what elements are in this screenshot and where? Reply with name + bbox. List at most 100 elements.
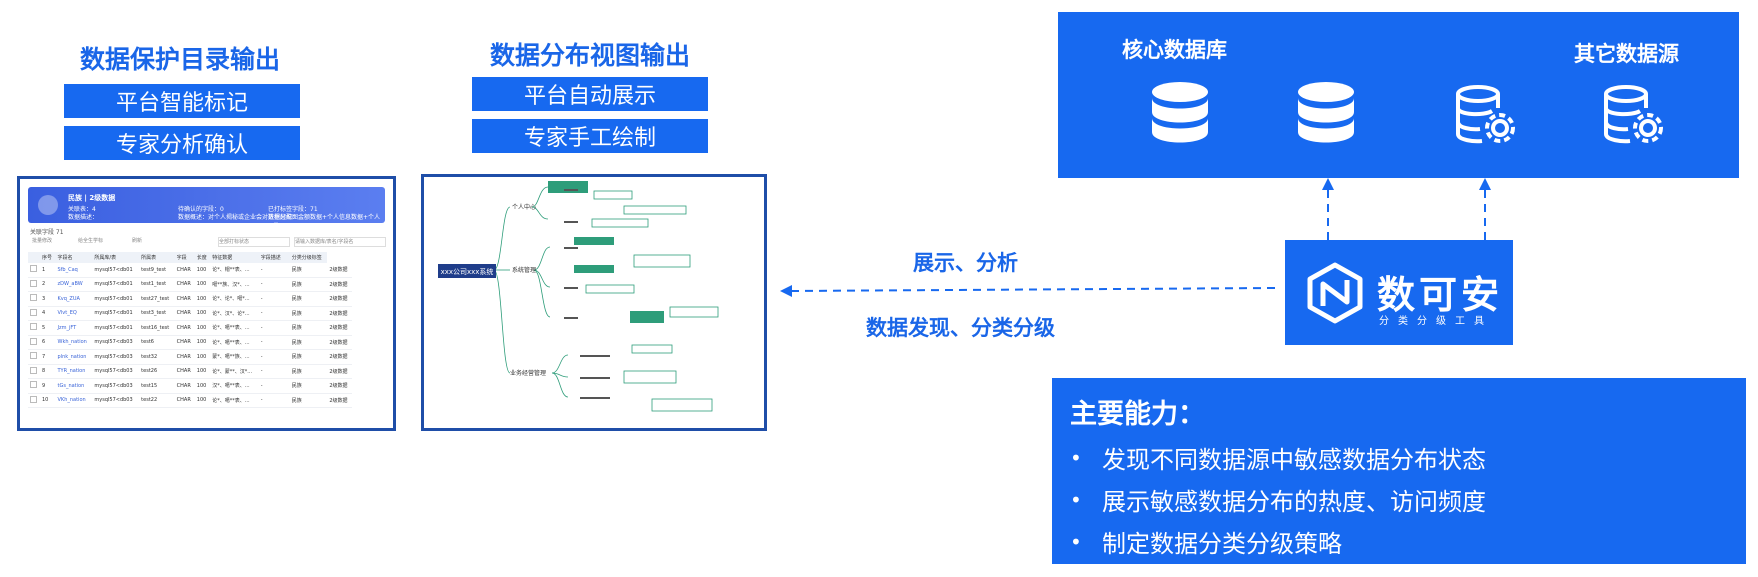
table-cell[interactable]: plnk_nation (55, 349, 93, 365)
table-cell: 100 (194, 335, 211, 350)
table-cell: 论*、噶**表、... (210, 393, 259, 408)
refresh-button[interactable]: 刷新 (132, 238, 143, 244)
field-count: 关联字段 71 (30, 229, 64, 236)
table-cell: 100 (194, 277, 211, 292)
table-cell (285, 335, 290, 350)
table-cell: 民族 (289, 306, 328, 321)
row-checkbox[interactable] (28, 364, 40, 379)
row-checkbox[interactable] (28, 378, 40, 394)
table-cell: 7 (40, 349, 56, 365)
table-cell: 民族 (289, 291, 328, 307)
search-input[interactable]: 请输入数据库/表名/字段名 (294, 237, 386, 247)
expert-confirm-button: 专家分析确认 (64, 126, 300, 160)
banner-line: 数据分配：金额数据+个人信息数据+个人+最... (268, 214, 381, 230)
table-cell: 2级数据 (327, 263, 352, 278)
status-select[interactable]: 全部打标状态 (218, 237, 290, 247)
capability-item: •展示敏感数据分布的热度、访问频度 (1070, 487, 1486, 517)
table-cell: 6 (40, 335, 56, 350)
table-cell: 100 (194, 306, 211, 321)
mindmap-branch-label: 个人中心 (512, 203, 536, 211)
table-cell[interactable]: Sfb_Caq (55, 263, 93, 278)
row-checkbox[interactable] (28, 263, 40, 278)
arrow-left-icon (780, 285, 792, 297)
table-cell: 8 (40, 364, 56, 379)
table-cell: 2级数据 (327, 291, 352, 307)
table-cell[interactable]: VKh_nation (55, 393, 93, 408)
table-cell: 民族 (289, 277, 328, 292)
logo-subtitle: 分类分级工具 (1379, 316, 1493, 327)
mindmap-screenshot: xxx公司xxx系统 个人中心 系统管理 业务经营管理 (421, 174, 767, 431)
row-checkbox[interactable] (28, 349, 40, 365)
table-cell: 噶**族、汉*、... (210, 277, 259, 292)
table-cell[interactable]: Kvq_ZUA (55, 291, 93, 307)
table-header-cell: 长度 (194, 252, 211, 263)
table-cell: 民族 (289, 263, 328, 278)
table-cell[interactable]: tGs_nation (55, 378, 93, 394)
display-analyze-label: 展示、分析 (913, 251, 1018, 275)
table-cell: CHAR (174, 349, 195, 365)
table-cell: 2级数据 (327, 364, 352, 379)
row-checkbox[interactable] (28, 277, 40, 292)
discover-classify-label: 数据发现、分类分级 (866, 316, 1055, 340)
table-cell: - (258, 393, 286, 408)
table-cell[interactable]: TYR_nation (55, 364, 93, 379)
table-cell: test1_test (139, 277, 175, 292)
protect-catalog-heading: 数据保护目录输出 (80, 45, 281, 74)
table-cell: mysql57<db01 (92, 263, 140, 278)
table-cell[interactable]: Jzm_jFT (55, 320, 93, 336)
table-cell: mysql57<db03 (92, 364, 140, 379)
row-checkbox[interactable] (28, 306, 40, 321)
table-cell: 100 (194, 263, 211, 278)
table-cell: 民族 (289, 393, 328, 408)
table-header-cell (28, 252, 40, 263)
table-cell: mysql57<db03 (92, 335, 140, 350)
row-checkbox[interactable] (28, 291, 40, 307)
table-cell: 论*、汉*、论*... (210, 306, 259, 321)
batch-edit-button[interactable]: 批量修改 (32, 238, 53, 244)
table-cell (285, 277, 290, 292)
table-header-cell (285, 252, 290, 263)
banner-line: 已打标签字段：71 (268, 206, 318, 213)
row-checkbox[interactable] (28, 393, 40, 408)
capability-item: •制定数据分类分级策略 (1070, 529, 1342, 559)
row-checkbox[interactable] (28, 335, 40, 350)
capability-item: •发现不同数据源中敏感数据分布状态 (1070, 445, 1486, 475)
table-cell: 民族 (289, 364, 328, 379)
screenshot-toolbar: 批量修改 给全生学标 刷新 全部打标状态 请输入数据库/表名/字段名 (28, 237, 386, 247)
banner-title: 民族 | 2级数据 (68, 194, 116, 202)
distribution-view-heading: 数据分布视图输出 (490, 41, 691, 70)
table-cell: 5 (40, 320, 56, 336)
table-cell: CHAR (174, 277, 195, 292)
mindmap-root-node (438, 264, 496, 278)
table-cell: 9 (40, 378, 56, 394)
table-cell: 民族 (289, 349, 328, 365)
table-cell: 2级数据 (327, 393, 352, 408)
table-cell: test22 (139, 393, 175, 408)
table-cell: 4 (40, 306, 56, 321)
database-gear-icon (1456, 85, 1515, 144)
database-icon (1298, 82, 1354, 143)
table-cell[interactable]: Vlvt_EQ (55, 306, 93, 321)
table-cell: 2级数据 (327, 349, 352, 365)
table-cell[interactable]: Wkh_nation (55, 335, 93, 350)
table-cell: - (258, 320, 286, 336)
table-cell: test3_test (139, 306, 175, 321)
table-cell: mysql57<db03 (92, 349, 140, 365)
row-checkbox[interactable] (28, 320, 40, 336)
table-cell[interactable]: zDW_aBW (55, 277, 93, 292)
table-cell: - (258, 263, 286, 278)
table-cell (285, 364, 290, 379)
tag-button[interactable]: 给全生学标 (78, 238, 104, 244)
